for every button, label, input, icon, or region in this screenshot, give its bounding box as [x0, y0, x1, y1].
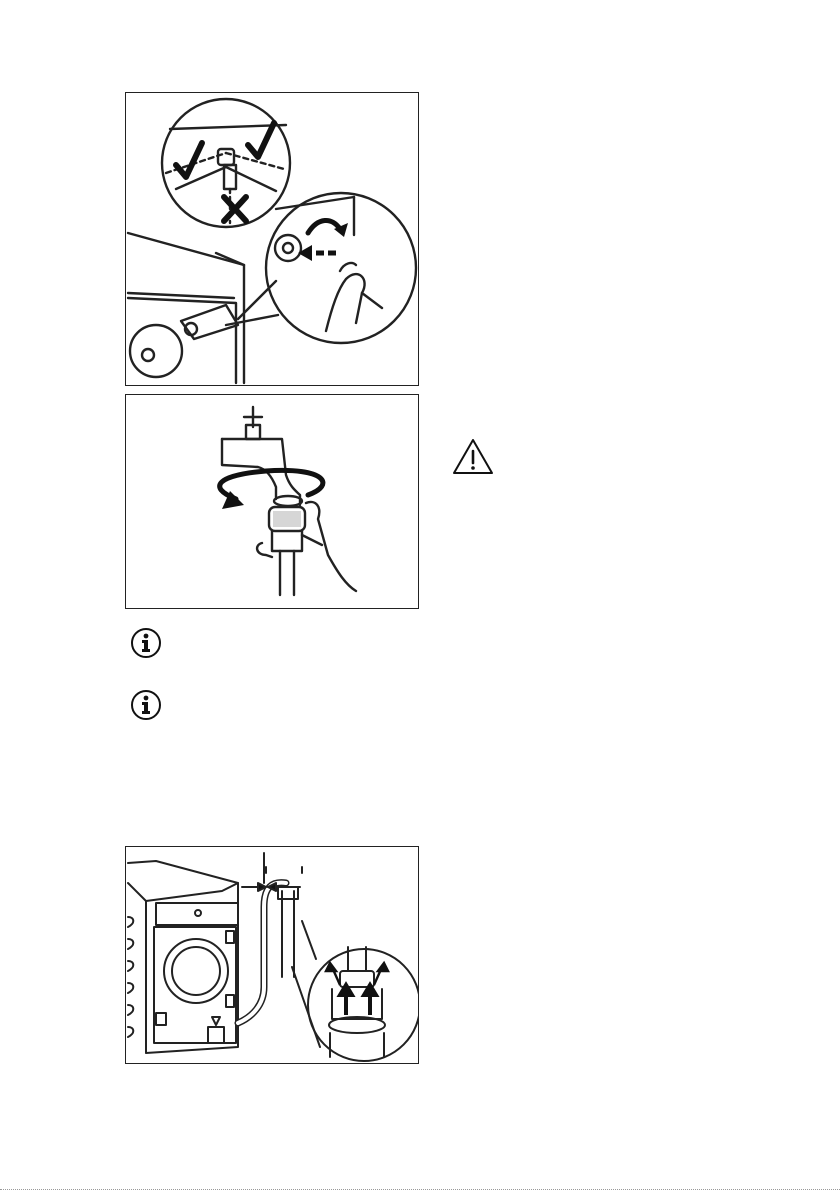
- info-icon: [130, 689, 162, 726]
- figure-hose-connection: [125, 92, 419, 386]
- drain-hose-illustration: [126, 847, 418, 1063]
- rotation-arrow-icon: [220, 470, 323, 499]
- tap-connection-illustration: [126, 395, 418, 608]
- up-arrow-icon: [340, 985, 352, 1015]
- check-icon: [248, 123, 274, 157]
- hose-connection-illustration: [126, 93, 418, 385]
- figure-drain-hose: [125, 846, 419, 1064]
- warning-icon: [451, 437, 495, 482]
- check-icon: [176, 143, 202, 177]
- page-bottom-rule: [0, 1189, 840, 1190]
- curved-arrow-icon: [308, 220, 340, 233]
- up-arrow-icon: [364, 985, 376, 1015]
- cross-icon: [224, 197, 246, 221]
- figure-tap-connection: [125, 394, 419, 609]
- info-icon: [130, 627, 162, 664]
